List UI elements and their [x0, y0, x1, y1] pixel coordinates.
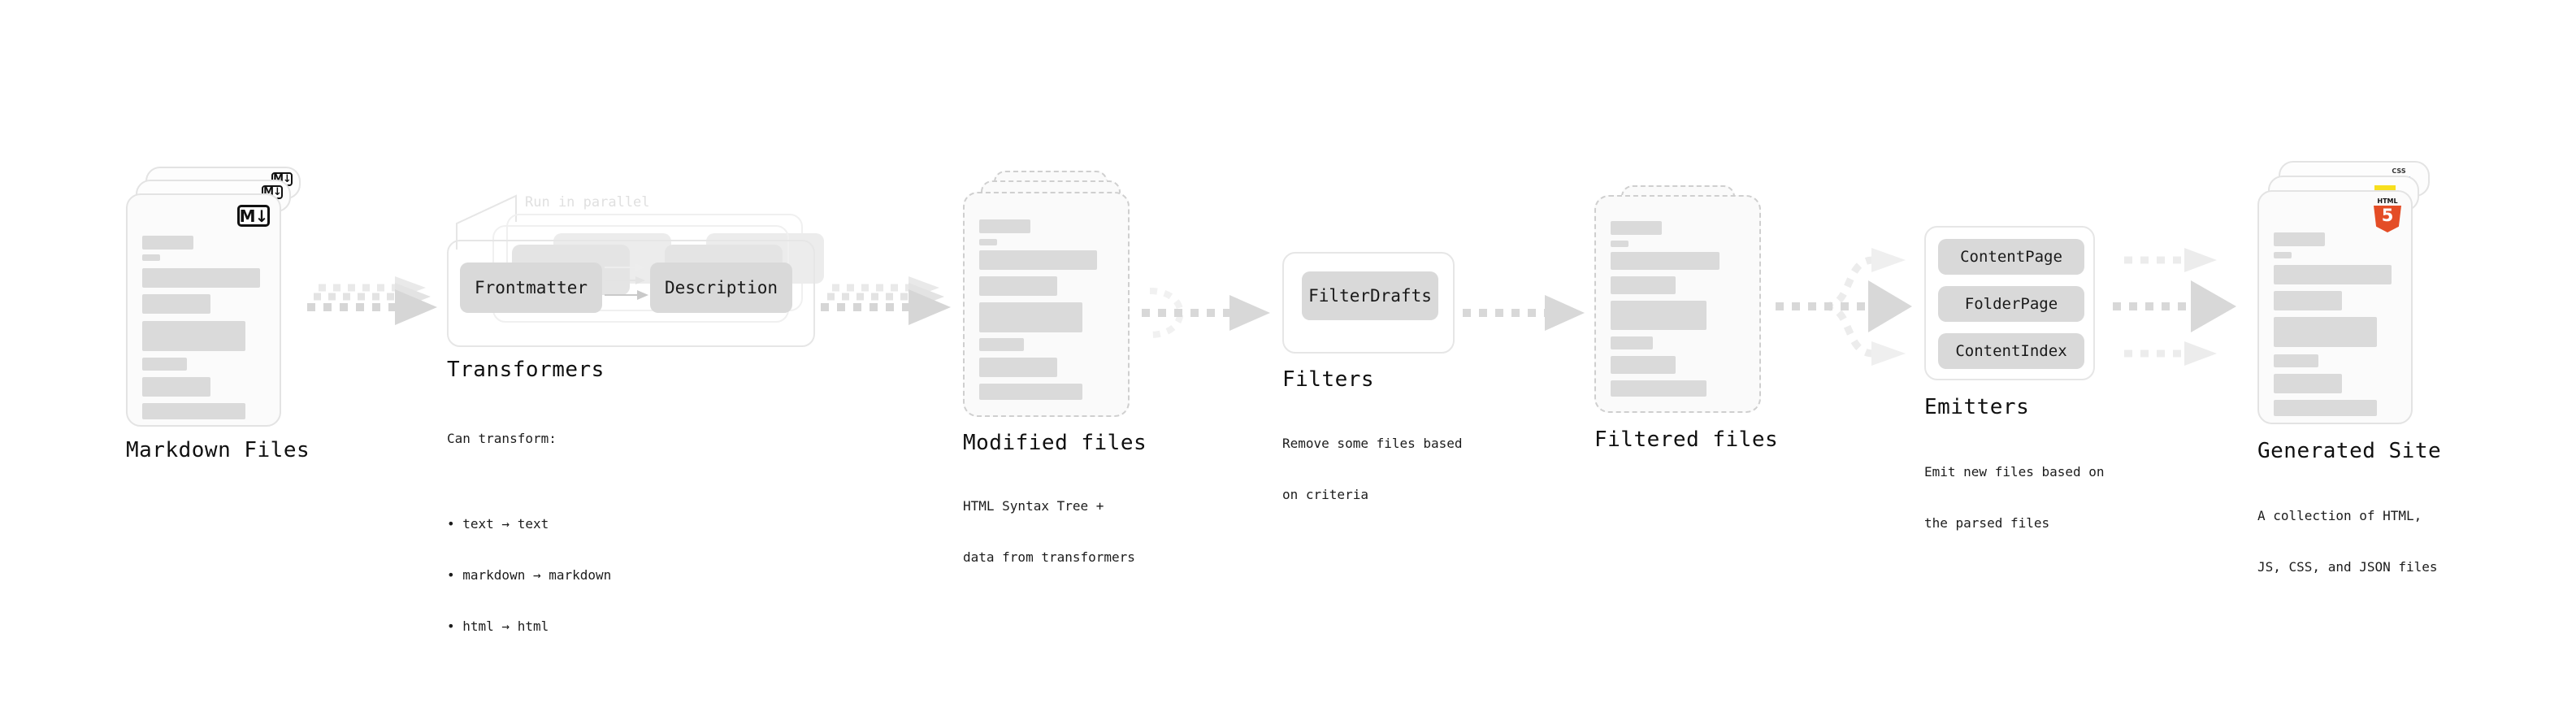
page-title-filtered: Filtered files: [1594, 427, 1779, 452]
transformer-pill-frontmatter[interactable]: Frontmatter: [460, 263, 602, 313]
desc-line: data from transformers: [963, 549, 1135, 565]
filtered-card-skeleton: [1596, 197, 1759, 411]
desc-line: on criteria: [1282, 487, 1368, 502]
desc-line: HTML Syntax Tree +: [963, 498, 1104, 514]
run-in-parallel-bracket: [456, 194, 517, 250]
generated-card-stack: CSS HTML 5: [2257, 161, 2432, 429]
page-title-transformers: Transformers: [447, 358, 605, 382]
stage-modified-files: Modified files HTML Syntax Tree + data f…: [963, 171, 1147, 565]
desc-line: the parsed files: [1924, 515, 2050, 531]
list-item: • markdown → markdown: [447, 567, 612, 583]
list-item: • html → html: [447, 618, 549, 634]
arrow-modified-to-filters: [1142, 284, 1288, 358]
transformers-transform-list: • text → text • markdown → markdown • ht…: [447, 481, 611, 669]
run-in-parallel-label: Run in parallel: [525, 194, 650, 210]
filters-description: Remove some files based on criteria: [1282, 401, 1463, 537]
page-title-markdown: Markdown Files: [126, 438, 310, 462]
modified-card-skeleton: [965, 193, 1128, 415]
html5-icon-glyph: 5: [2381, 206, 2394, 225]
markdown-card-stack: M↓ M↓ M↓: [126, 167, 301, 427]
filter-pill-filterdrafts[interactable]: FilterDrafts: [1302, 271, 1438, 320]
transformers-desc-heading: Can transform:: [447, 431, 557, 446]
desc-line: Emit new files based on: [1924, 464, 2105, 480]
emitters-description: Emit new files based on the parsed files: [1924, 429, 2105, 566]
emitters-group-box: ContentPage FolderPage ContentIndex: [1924, 226, 2095, 380]
modified-description: HTML Syntax Tree + data from transformer…: [963, 463, 1135, 600]
page-title-modified: Modified files: [963, 431, 1147, 455]
page-title-filters: Filters: [1282, 367, 1375, 392]
transformer-internal-arrows: [605, 263, 648, 300]
list-item: • text → text: [447, 516, 549, 532]
css-icon-label: CSS: [2392, 167, 2406, 175]
emitter-pill-contentindex[interactable]: ContentIndex: [1938, 333, 2084, 369]
arrow-filtered-to-emitters: [1776, 232, 1918, 382]
filters-group-box: FilterDrafts: [1282, 252, 1455, 354]
transformer-card-front: Frontmatter Description: [447, 240, 815, 347]
page-title-emitters: Emitters: [1924, 395, 2030, 419]
arrow-emitters-to-generated: [2113, 232, 2263, 382]
pipeline-diagram: M↓ M↓ M↓ Markdown Files: [126, 161, 2441, 634]
desc-line: JS, CSS, and JSON files: [2257, 559, 2438, 575]
modified-card-stack: [963, 171, 1134, 431]
arrow-transformers-to-modified: [821, 276, 959, 341]
modified-card-front: [963, 192, 1130, 417]
filtered-card-front: [1594, 195, 1761, 413]
generated-card-skeleton: [2259, 192, 2411, 423]
html5-icon-word: HTML: [2377, 197, 2398, 205]
generated-card-front: HTML 5: [2257, 190, 2413, 424]
generated-description: A collection of HTML, JS, CSS, and JSON …: [2257, 473, 2438, 610]
emitter-pill-contentpage[interactable]: ContentPage: [1938, 239, 2084, 275]
stage-markdown-files: M↓ M↓ M↓ Markdown Files: [126, 167, 310, 462]
arrow-filters-to-filtered: [1463, 284, 1601, 349]
arrow-markdown-to-transformers: [307, 276, 445, 341]
desc-line: Remove some files based: [1282, 436, 1463, 451]
filtered-card-stack: [1594, 185, 1765, 429]
transformer-pill-description[interactable]: Description: [650, 263, 792, 313]
markdown-card-skeleton: [128, 195, 280, 425]
transformers-description: Can transform: • text → text • markdown …: [447, 396, 611, 703]
desc-line: A collection of HTML,: [2257, 508, 2422, 523]
stage-filtered-files: Filtered files: [1594, 185, 1778, 452]
page-title-generated: Generated Site: [2257, 439, 2442, 463]
emitter-pill-folderpage[interactable]: FolderPage: [1938, 286, 2084, 322]
markdown-card-front: M↓: [126, 193, 281, 427]
stage-generated-site: CSS HTML 5: [2257, 161, 2441, 575]
html5-icon: HTML 5: [2374, 198, 2401, 232]
markdown-icon: M↓: [237, 205, 270, 227]
